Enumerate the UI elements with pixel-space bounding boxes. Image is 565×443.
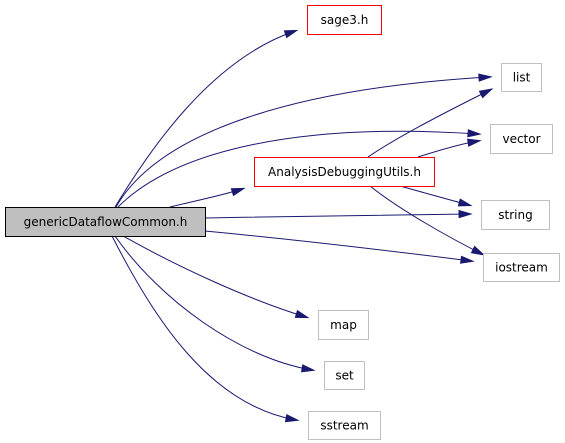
node-sage3[interactable]: sage3.h: [307, 5, 382, 35]
edge-genericDataflowCommon-to-sstream: [111, 235, 300, 423]
arrowhead: [478, 88, 494, 99]
arrowhead: [294, 309, 310, 319]
edge-genericDataflowCommon-to-set: [114, 235, 316, 373]
node-string: string: [481, 200, 550, 230]
node-box: [481, 200, 550, 230]
arrowhead: [467, 129, 482, 138]
arrowhead: [478, 73, 493, 82]
node-label: string: [498, 208, 532, 222]
node-iostream: iostream: [483, 253, 560, 282]
node-AnalysisDebuggingUtils[interactable]: AnalysisDebuggingUtils.h: [254, 157, 435, 187]
arrowhead: [230, 187, 246, 197]
edge-line: [204, 230, 472, 262]
edge-AnalysisDebuggingUtils-to-vector: [417, 138, 482, 158]
node-label: genericDataflowCommon.h: [24, 215, 188, 229]
node-sstream: sstream: [308, 411, 381, 440]
arrowhead: [284, 414, 300, 423]
edge-AnalysisDebuggingUtils-to-list: [367, 88, 494, 158]
edge-genericDataflowCommon-to-sage3: [114, 29, 299, 208]
node-map: map: [318, 310, 369, 340]
edge-line: [122, 235, 307, 318]
node-box: [324, 361, 365, 390]
edge-genericDataflowCommon-to-AnalysisDebuggingUtils: [169, 187, 246, 208]
node-box: [254, 157, 435, 187]
arrowhead: [460, 255, 475, 264]
node-box: [307, 5, 382, 35]
edge-genericDataflowCommon-to-string: [204, 209, 473, 219]
node-box: [5, 207, 206, 237]
node-box: [501, 63, 542, 92]
edge-line: [204, 213, 470, 219]
node-label: list: [513, 71, 531, 85]
edges-layer: [111, 29, 494, 423]
nodes-layer: genericDataflowCommon.h sage3.hAnalysisDe…: [5, 5, 560, 440]
node-box: [490, 124, 553, 154]
arrowhead: [301, 364, 316, 373]
node-box: [318, 310, 369, 340]
node-label: vector: [502, 132, 540, 146]
node-label: sage3.h: [321, 13, 369, 27]
node-box: [308, 411, 381, 440]
edge-AnalysisDebuggingUtils-to-string: [399, 185, 473, 207]
edge-line: [115, 76, 490, 208]
arrowhead: [467, 138, 482, 147]
node-label: sstream: [320, 419, 368, 433]
edge-genericDataflowCommon-to-list: [115, 73, 493, 208]
node-vector: vector: [490, 124, 553, 154]
arrowhead: [457, 198, 473, 207]
node-set: set: [324, 361, 365, 390]
node-label: iostream: [495, 261, 548, 275]
edge-AnalysisDebuggingUtils-to-iostream: [369, 185, 486, 256]
edge-line: [114, 30, 296, 208]
edge-line: [114, 235, 313, 371]
node-label: AnalysisDebuggingUtils.h: [268, 165, 421, 179]
edge-line: [367, 89, 491, 158]
edge-line: [169, 188, 243, 208]
arrowhead: [458, 209, 473, 219]
arrowhead: [470, 245, 486, 256]
node-genericDataflowCommon[interactable]: genericDataflowCommon.h: [5, 207, 206, 237]
edge-line: [399, 185, 470, 206]
node-list: list: [501, 63, 542, 92]
edge-line: [369, 185, 483, 255]
node-label: set: [335, 369, 354, 383]
arrowhead: [283, 29, 299, 39]
edge-line: [111, 235, 297, 421]
edge-genericDataflowCommon-to-iostream: [204, 230, 475, 264]
node-box: [483, 253, 560, 282]
edge-genericDataflowCommon-to-map: [122, 235, 310, 319]
node-label: map: [330, 318, 357, 332]
